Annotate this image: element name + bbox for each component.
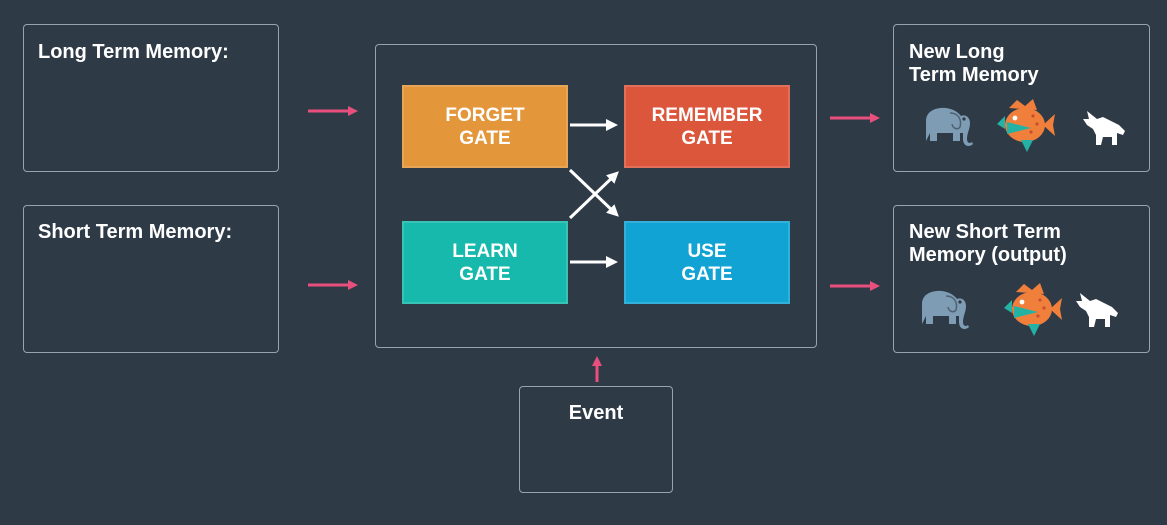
new-long-term-memory-box [893, 24, 1150, 172]
learn-gate-label-line1: LEARN [452, 240, 518, 262]
event-box [519, 386, 673, 493]
short-term-memory-label: Short Term Memory: [38, 221, 233, 243]
short-term-memory-box [23, 205, 279, 353]
new-ltm-label-line2: Term Memory [909, 64, 1039, 86]
event-label: Event [568, 402, 624, 424]
new-short-term-memory-label: New Short Term Memory (output) [909, 221, 1067, 267]
forget-to-use-arrow [568, 168, 619, 217]
learn-gate: LEARN GATE [402, 221, 568, 304]
wolf-icon [1076, 293, 1118, 327]
remember-gate-label-line1: REMEMBER [651, 104, 763, 126]
learn-gate-label-line2: GATE [459, 263, 511, 285]
forget-gate-label-line2: GATE [459, 127, 511, 149]
learn-to-remember-arrow [568, 171, 619, 220]
use-gate-label-line1: USE [687, 240, 727, 262]
use-gate-label-line2: GATE [681, 263, 733, 285]
elephant-icon [926, 107, 973, 147]
new-stm-label-line1: New Short Term [909, 221, 1061, 243]
long-term-memory-label: Long Term Memory: [38, 41, 229, 63]
new-short-term-memory-box [893, 205, 1150, 353]
wolf-icon [1083, 111, 1125, 145]
fish-icon [1004, 283, 1062, 336]
remember-gate-label-line2: GATE [681, 127, 733, 149]
elephant-icon [922, 290, 969, 330]
forget-gate-label-line1: FORGET [445, 104, 525, 126]
new-ltm-label-line1: New Long [909, 41, 1005, 63]
remember-gate: REMEMBER GATE [624, 85, 790, 168]
lstm-cell-box [375, 44, 817, 348]
long-term-memory-box [23, 24, 279, 172]
fish-icon [997, 99, 1055, 152]
use-gate: USE GATE [624, 221, 790, 304]
forget-gate: FORGET GATE [402, 85, 568, 168]
new-stm-label-line2: Memory (output) [909, 244, 1067, 266]
new-long-term-memory-label: New Long Term Memory [909, 41, 1039, 87]
